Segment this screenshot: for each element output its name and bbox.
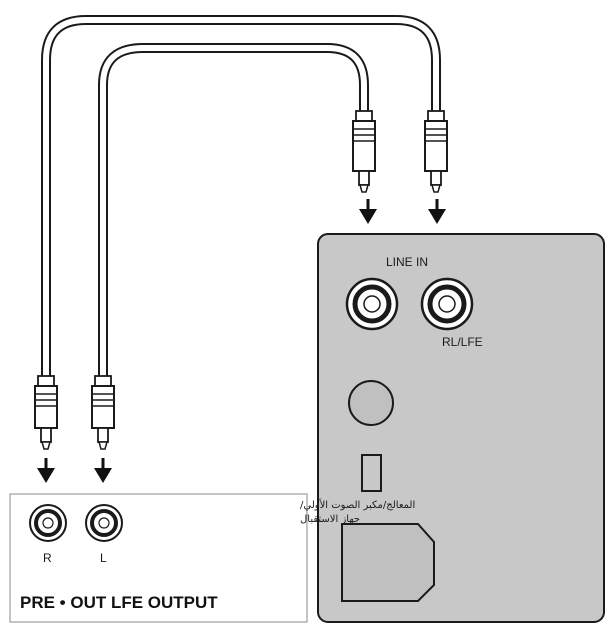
line-in-left-jack[interactable] xyxy=(345,277,399,331)
jack-l-label: L xyxy=(100,551,107,565)
arabic-label-line1: المعالج/مكبر الصوت الأولي/ xyxy=(300,498,415,511)
line-in-rl-lfe-jack[interactable] xyxy=(420,277,474,331)
rca-plug-top-right xyxy=(424,110,448,193)
pre-out-jack-l[interactable] xyxy=(85,504,123,542)
output-title: PRE • OUT LFE OUTPUT xyxy=(20,593,218,612)
rca-plug-top-left xyxy=(352,110,376,193)
round-port xyxy=(348,380,394,426)
arabic-label-line2: جهاز الاستقبال xyxy=(300,514,360,525)
receiver-output-box: R L المعالج/مكبر الصوت الأولي/ جهاز الاس… xyxy=(9,493,415,623)
arrow-down-icon xyxy=(359,199,377,224)
subwoofer-panel: LINE IN RL/LFE xyxy=(317,233,605,623)
power-inlet xyxy=(341,523,435,602)
pre-out-jack-r[interactable] xyxy=(29,504,67,542)
jack-r-label: R xyxy=(43,551,52,565)
rca-plug-bottom-right xyxy=(91,375,115,450)
arrow-down-icon xyxy=(37,458,55,483)
rca-cables xyxy=(41,15,441,378)
power-switch[interactable] xyxy=(361,454,382,492)
arrow-down-icon xyxy=(94,458,112,483)
line-in-label: LINE IN xyxy=(386,255,428,269)
rca-plug-bottom-left xyxy=(34,375,58,450)
rl-lfe-label: RL/LFE xyxy=(442,335,483,349)
arrow-down-icon xyxy=(428,199,446,224)
